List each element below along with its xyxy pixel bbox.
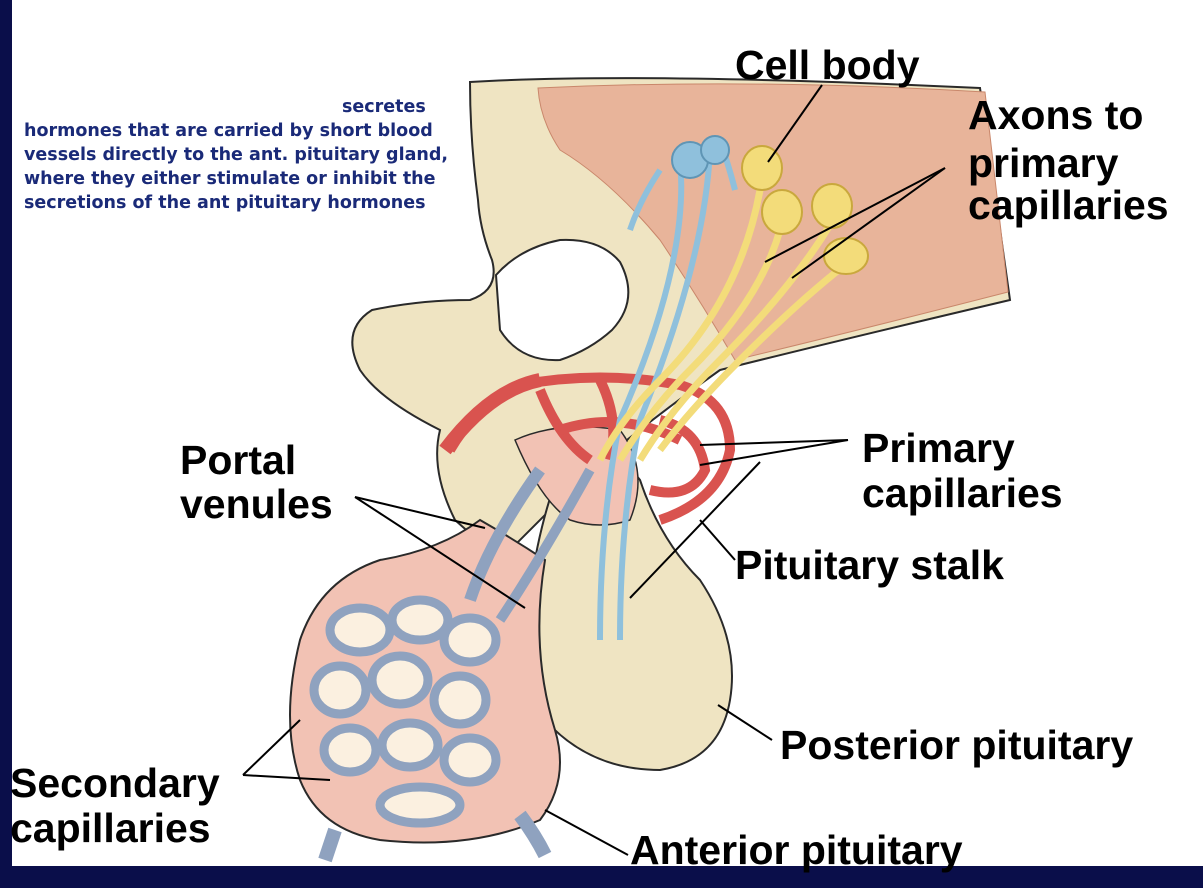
blue-neuron-body xyxy=(700,135,730,165)
label-axons-line-1: Axons to xyxy=(968,92,1144,138)
label-secondary-line-1: Secondary xyxy=(10,760,220,806)
outflow-vein-left xyxy=(318,827,342,863)
label-cell-body: Cell body xyxy=(735,42,920,88)
label-posterior-pituitary: Posterior pituitary xyxy=(780,722,1134,768)
superior-hypophyseal-artery xyxy=(439,373,542,455)
label-axons-line-3: capillaries xyxy=(968,182,1169,228)
label-portal-line-2: venules xyxy=(180,481,333,527)
label-axons-line-2: primary xyxy=(968,140,1119,186)
blue-neurons xyxy=(597,139,738,641)
label-primary-line-2: capillaries xyxy=(862,470,1063,516)
label-secondary-line-2: capillaries xyxy=(10,805,211,851)
caption-line-2: hormones that are carried by short blood… xyxy=(24,121,449,213)
label-anterior-pituitary: Anterior pituitary xyxy=(630,827,963,873)
yellow-axons xyxy=(596,189,848,462)
caption-text: secretes hormones that are carried by sh… xyxy=(24,95,476,215)
caption-line-1: secretes xyxy=(342,97,426,117)
secondary-capillary-network xyxy=(309,595,501,828)
third-ventricle xyxy=(494,238,630,362)
leader-lines xyxy=(242,84,946,856)
label-pituitary-stalk: Pituitary stalk xyxy=(735,542,1004,588)
outflow-vein-right xyxy=(514,810,552,859)
portal-venule-1 xyxy=(464,466,545,602)
label-primary-line-1: Primary xyxy=(862,425,1015,471)
label-portal-line-1: Portal xyxy=(180,437,297,483)
portal-venule-2 xyxy=(495,467,595,623)
